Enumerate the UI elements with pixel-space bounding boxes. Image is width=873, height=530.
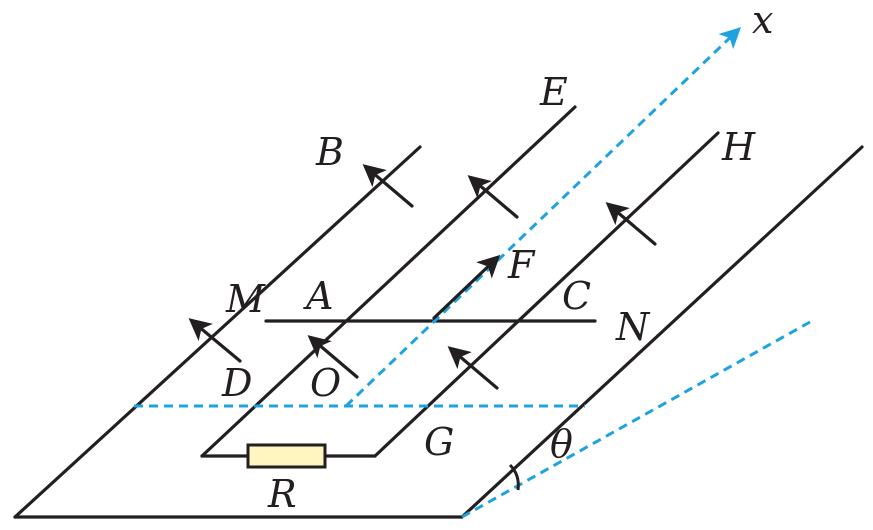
rail-right [373, 131, 720, 458]
incline-left-edge [13, 145, 422, 519]
label-h: H [721, 125, 756, 169]
label-f: F [507, 243, 536, 287]
field-arrow [362, 164, 414, 208]
label-g: G [424, 420, 454, 464]
label-b: B [315, 130, 344, 174]
field-arrow [467, 175, 519, 219]
label-e: E [539, 70, 568, 114]
label-a: A [303, 274, 333, 318]
label-r: R [267, 472, 297, 516]
label-n: N [615, 305, 651, 349]
resistor-r [246, 443, 327, 469]
incline-right-edge [460, 145, 864, 519]
label-x: x [752, 0, 773, 42]
label-o: O [310, 361, 341, 405]
x-axis-dashed [344, 27, 742, 408]
label-m: M [225, 277, 266, 321]
field-arrow [188, 318, 242, 363]
force-arrow-f [432, 254, 501, 320]
incline-plane [13, 145, 864, 519]
field-arrows-b [188, 164, 657, 390]
rail-left [200, 105, 577, 458]
dashed-lines [134, 27, 811, 519]
labels: x E H B F M A C N D O G R θ [221, 0, 773, 516]
theta-arc [508, 463, 520, 491]
label-theta: θ [550, 422, 573, 466]
label-c: C [562, 274, 591, 318]
field-arrow [307, 335, 359, 379]
label-d: D [221, 361, 252, 405]
field-arrow [447, 346, 499, 390]
theta-reference-dashed [461, 320, 811, 519]
rails [200, 105, 720, 458]
field-arrow [605, 202, 657, 246]
